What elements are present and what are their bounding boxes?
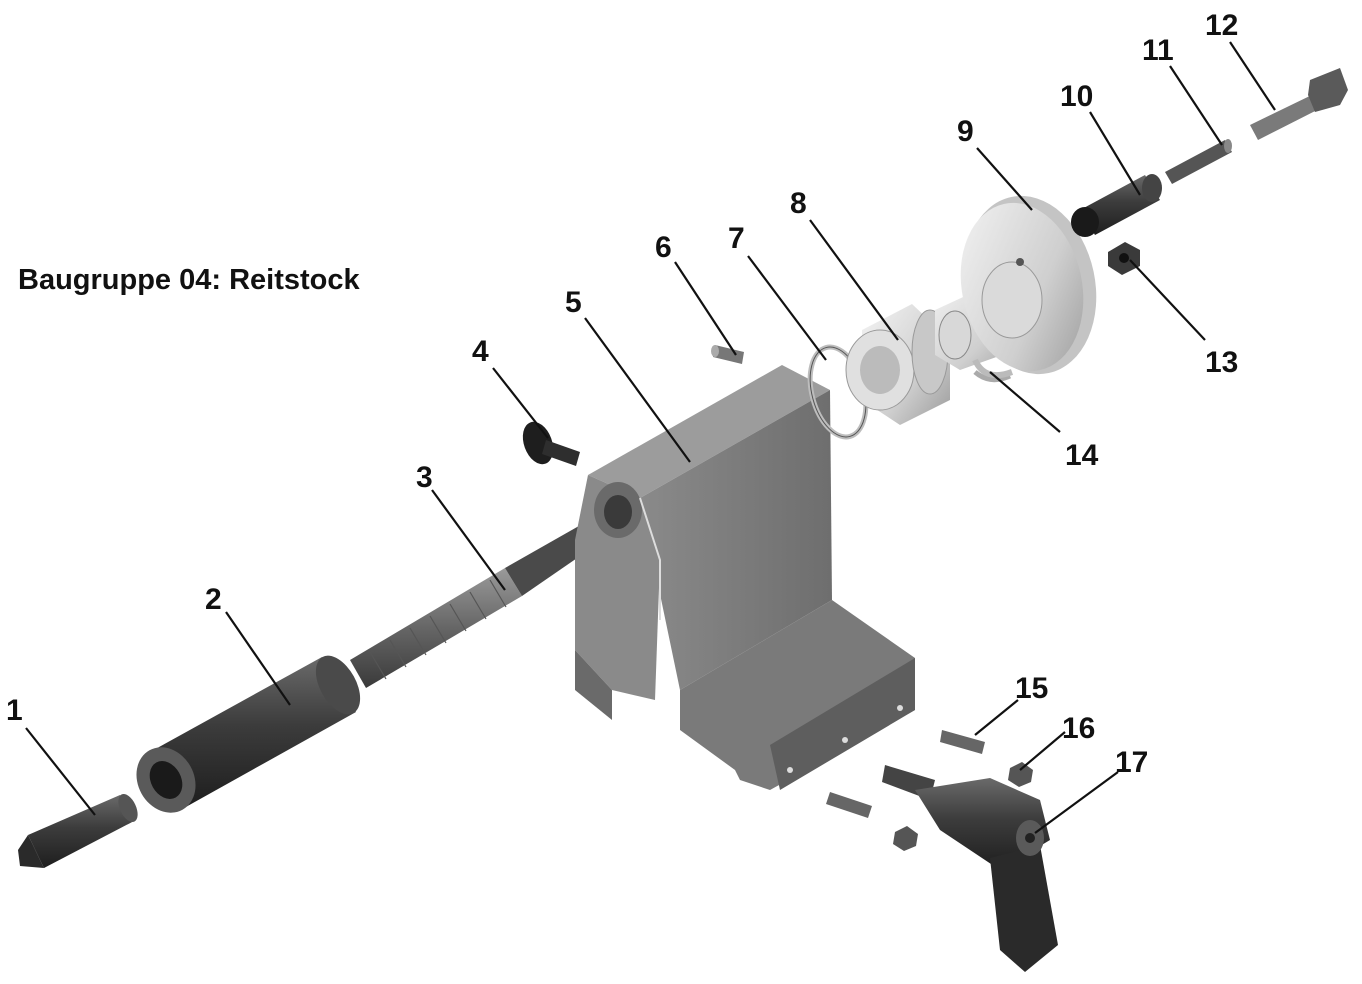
- part-numbers: 1 2 3 4 5 6 7 8 9 10 11 12 13 14 15 16 1…: [6, 9, 1238, 779]
- part-1-center-point: [18, 793, 138, 868]
- label-part-14: 14: [1065, 439, 1099, 472]
- part-5-tailstock-body: [575, 365, 915, 790]
- part-16-nut: [893, 762, 1033, 851]
- part-15-pin: [826, 730, 985, 818]
- label-part-10: 10: [1060, 80, 1093, 113]
- label-part-11: 11: [1142, 34, 1174, 67]
- part-9-handwheel: [935, 195, 1097, 383]
- part-13-hex-nut: [1108, 242, 1140, 275]
- part-2-quill-sleeve: [136, 655, 361, 813]
- label-part-5: 5: [565, 286, 582, 319]
- part-3-threaded-spindle: [350, 514, 612, 688]
- part-10-knob: [1071, 174, 1162, 237]
- label-part-4: 4: [472, 335, 489, 368]
- label-part-1: 1: [6, 694, 23, 727]
- part-14-retaining-clip: [972, 358, 1014, 378]
- leader-lines: [25, 41, 1276, 834]
- label-part-3: 3: [416, 461, 433, 494]
- part-12-hex-bolt: [1250, 68, 1348, 140]
- part-11-rod: [1165, 139, 1232, 184]
- part-8-bushing: [845, 304, 950, 425]
- label-part-15: 15: [1015, 672, 1048, 705]
- label-part-6: 6: [655, 231, 672, 264]
- part-17-clamp-lever: [882, 765, 1058, 972]
- label-part-13: 13: [1205, 346, 1238, 379]
- diagram-title: Baugruppe 04: Reitstock: [18, 264, 360, 296]
- label-part-9: 9: [957, 115, 974, 148]
- label-part-8: 8: [790, 187, 807, 220]
- part-4-clamp-screw: [522, 421, 580, 466]
- label-part-17: 17: [1115, 746, 1148, 779]
- label-part-7: 7: [728, 222, 745, 255]
- label-part-16: 16: [1062, 712, 1095, 745]
- label-part-12: 12: [1205, 9, 1238, 42]
- label-part-2: 2: [205, 583, 222, 616]
- part-6-pin: [711, 345, 744, 364]
